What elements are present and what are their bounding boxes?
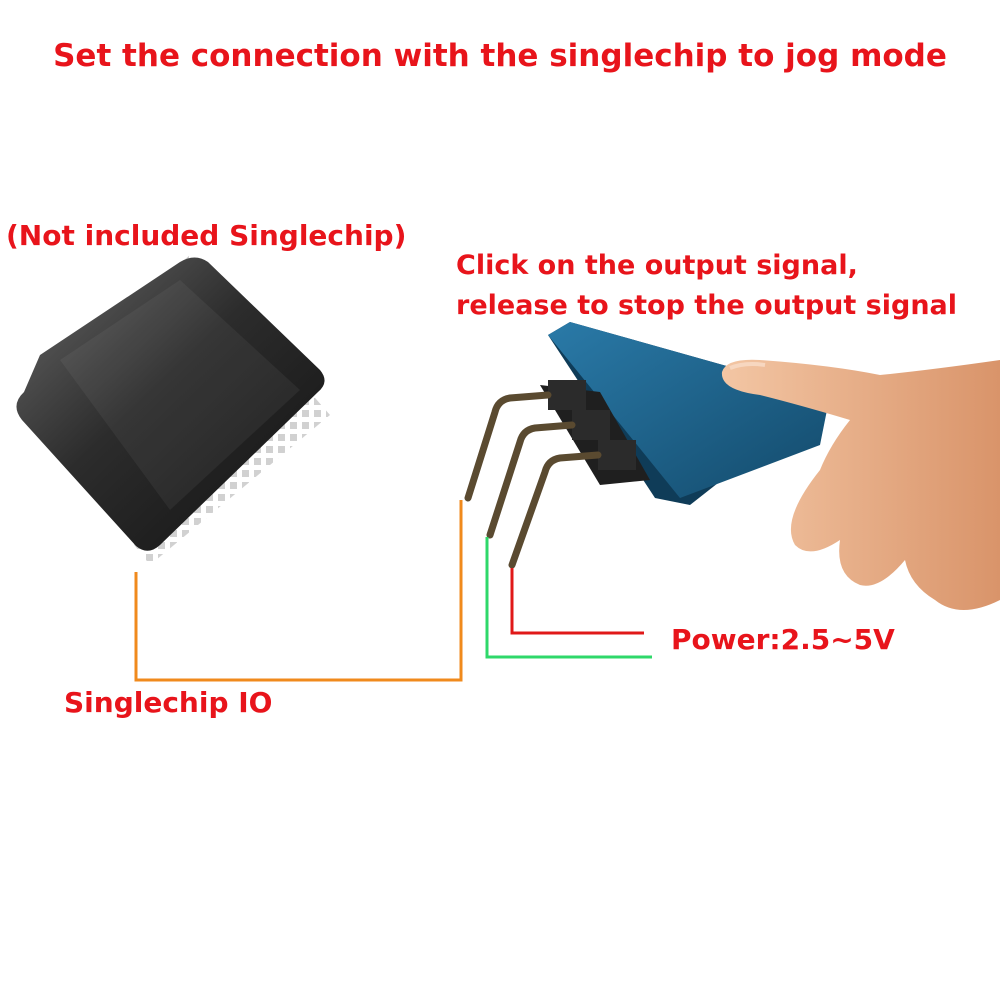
touch-instruction-line-2: release to stop the output signal [456, 290, 958, 321]
singlechip-io-label: Singlechip IO [64, 686, 273, 719]
header-pins [464, 391, 602, 569]
touch-instruction: Click on the output signal, release to s… [456, 246, 957, 326]
power-label: Power:2.5~5V [671, 623, 895, 656]
gnd-wire [485, 537, 652, 659]
touch-instruction-line-1: Click on the output signal, [456, 250, 858, 281]
chip-not-included-note: (Not included Singlechip) [6, 219, 407, 252]
microcontroller-chip-icon [16, 255, 330, 565]
io-wire [134, 500, 463, 682]
power-wire [510, 568, 644, 635]
diagram-title: Set the connection with the singlechip t… [53, 38, 947, 74]
finger-icon [721, 359, 1000, 610]
touch-sensor-module-icon [540, 322, 830, 505]
